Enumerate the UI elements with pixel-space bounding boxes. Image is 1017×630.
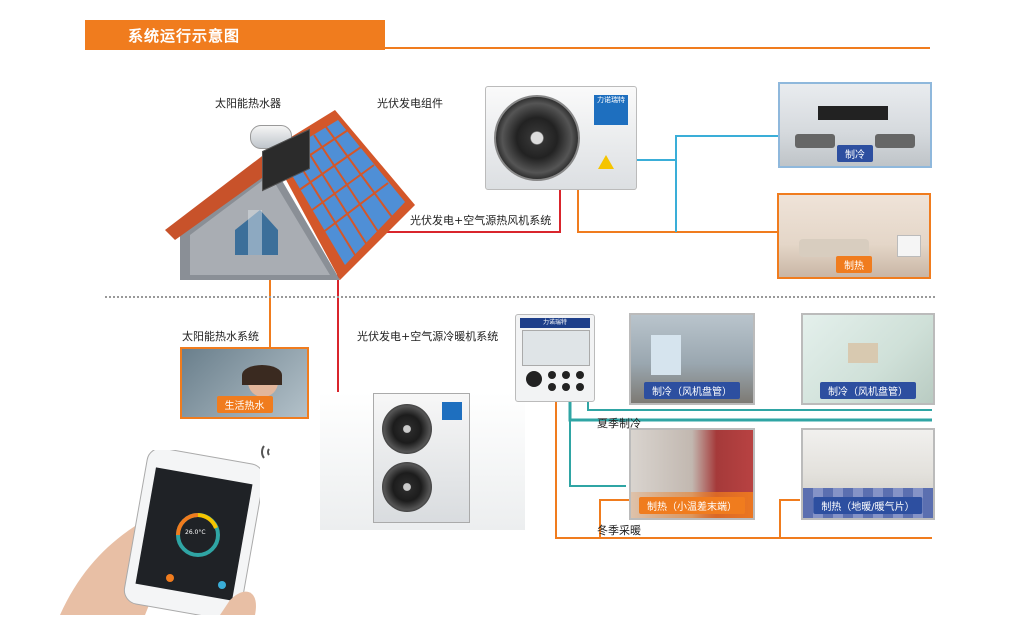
phone-temperature: 26.0°C — [185, 529, 206, 536]
controller-dial — [526, 371, 542, 387]
title-underline — [385, 47, 930, 49]
room-cooling-living: 制冷 — [778, 82, 932, 168]
label-winter-heating: 冬季采暖 — [597, 524, 641, 537]
heat-pump-fan-unit: 力诺瑞特 — [485, 86, 637, 190]
title-bar — [85, 20, 385, 50]
heat-pump-outdoor-unit — [373, 393, 470, 523]
room-heating-floor: 制热（地暖/暖气片） — [801, 428, 935, 520]
tag-heating: 制热 — [836, 256, 872, 273]
section-divider — [105, 296, 935, 298]
winter-line — [555, 400, 932, 539]
controller-screen — [522, 330, 590, 366]
wifi-signal-icon — [261, 445, 270, 459]
label-solar-heater: 太阳能热水器 — [215, 97, 281, 110]
heating-orange-line — [577, 190, 780, 233]
hot-water-shower: 生活热水 — [180, 347, 309, 419]
hand-holding-phone — [60, 450, 260, 615]
tag-cooling: 制冷 — [837, 145, 873, 162]
tag-cooling-fan1: 制冷（风机盘管） — [644, 382, 740, 399]
page-title: 系统运行示意图 — [128, 27, 241, 45]
room-heating-small: 制热（小温差末端） — [629, 428, 755, 520]
label-summer-cooling: 夏季制冷 — [597, 417, 641, 430]
room-cooling-fancoil-1: 制冷（风机盘管） — [629, 313, 755, 405]
room-cooling-fancoil-2: 制冷（风机盘管） — [801, 313, 935, 405]
warning-icon — [598, 155, 614, 169]
tag-heating-small: 制热（小温差末端） — [639, 497, 745, 514]
label-pv-air-fan: 光伏发电+空气源热风机系统 — [410, 214, 552, 227]
controller-brand: 力诺瑞特 — [520, 318, 590, 328]
tag-cooling-fan2: 制冷（风机盘管） — [820, 382, 916, 399]
brand-badge: 力诺瑞特 — [594, 95, 628, 125]
label-pv-air-cold-warm: 光伏发电+空气源冷暖机系统 — [357, 330, 499, 343]
label-pv-module: 光伏发电组件 — [377, 97, 443, 110]
tag-heating-floor: 制热（地暖/暖气片） — [813, 497, 923, 514]
tag-hot-water: 生活热水 — [216, 396, 273, 413]
room-heating-living: 制热 — [777, 193, 931, 279]
wall-controller: 力诺瑞特 — [515, 314, 595, 402]
label-solar-water-system: 太阳能热水系统 — [182, 330, 259, 343]
